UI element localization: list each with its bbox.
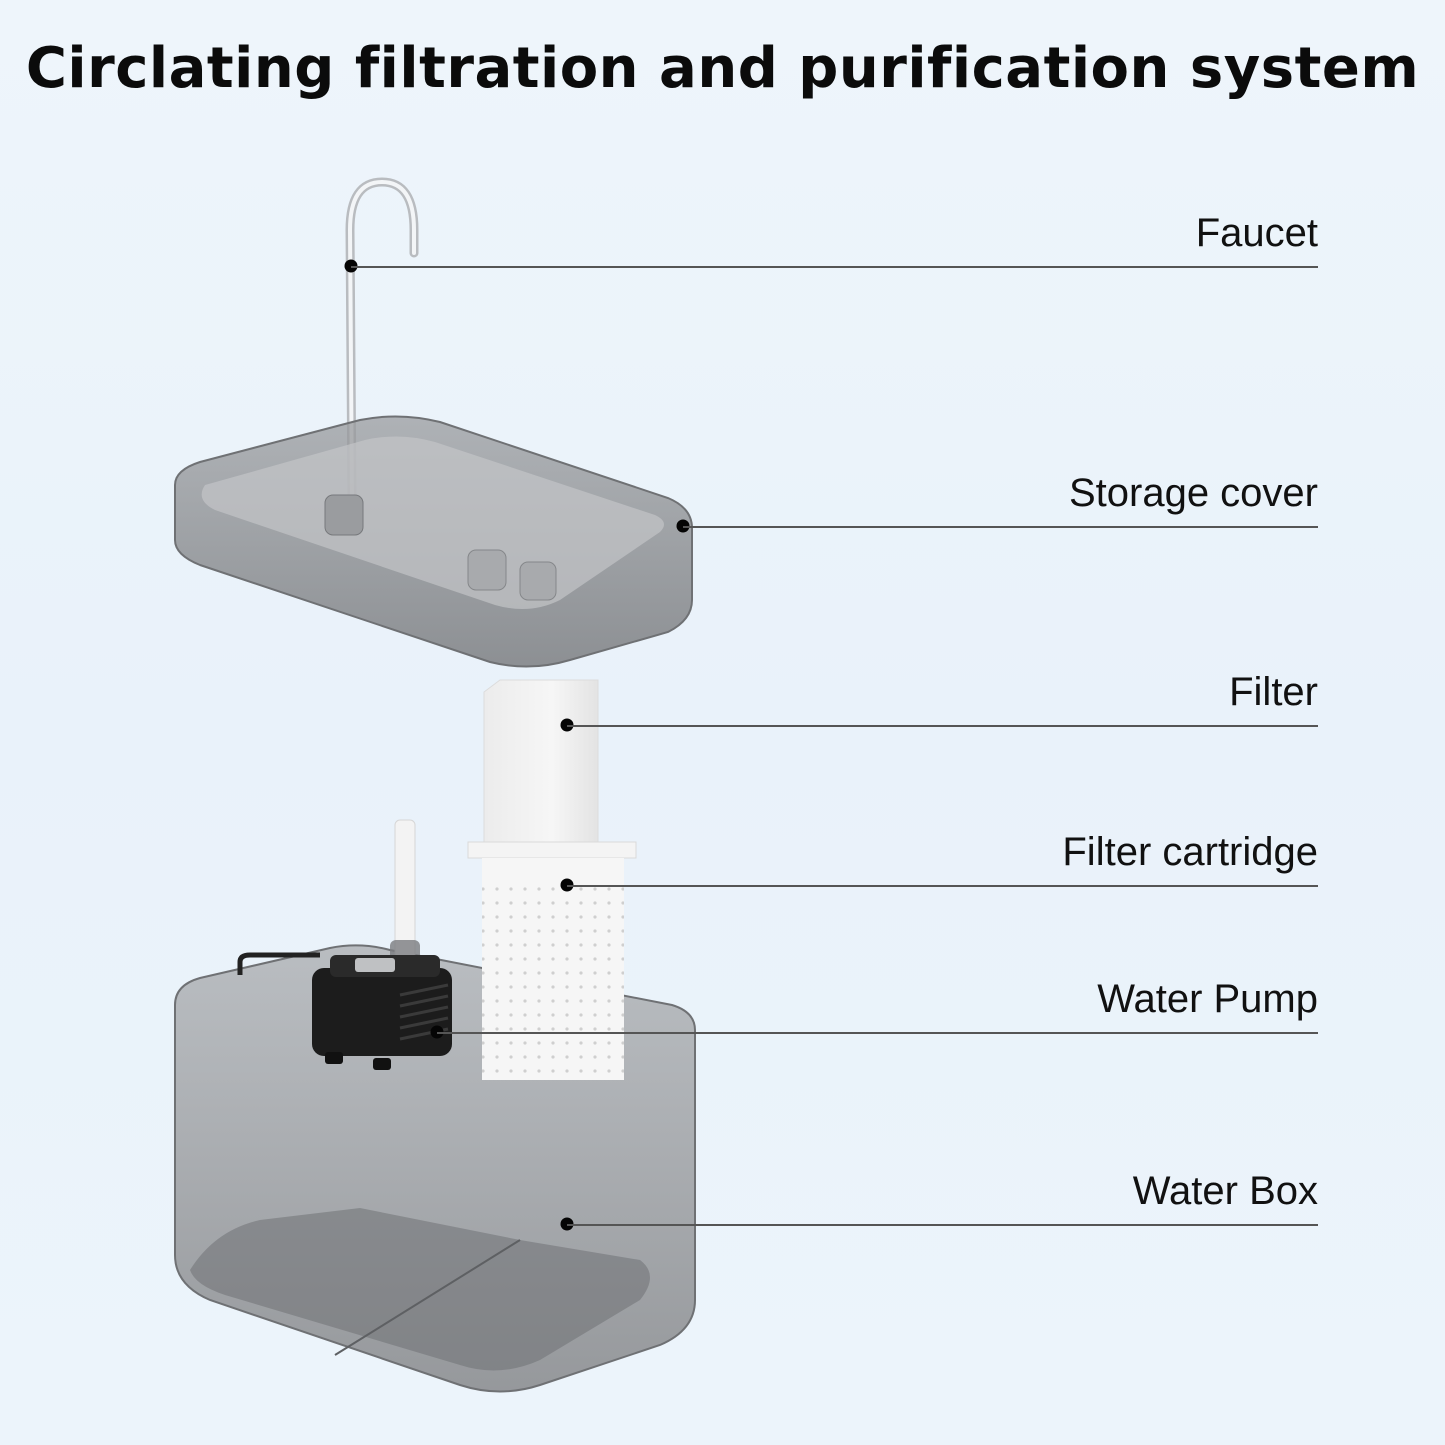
faucet-leader-line — [351, 266, 1318, 268]
tray-icon — [174, 415, 693, 668]
filter-sponge-icon — [483, 679, 599, 851]
pump-icon — [237, 819, 452, 1070]
water-box-leader-line — [567, 1224, 1318, 1226]
label-filter-cartridge: Filter cartridge — [1062, 830, 1318, 874]
filter-leader-line — [567, 725, 1318, 727]
filter-cartridge-leader-line — [567, 885, 1318, 887]
label-storage-cover: Storage cover — [1068, 471, 1318, 515]
label-water-pump: Water Pump — [1097, 977, 1318, 1021]
label-filter: Filter — [1229, 670, 1318, 714]
perforated-cartridge-icon — [467, 841, 637, 1080]
label-water-box: Water Box — [1132, 1169, 1318, 1213]
faucet-pipe-icon — [345, 177, 419, 505]
storage-cover-leader-line — [683, 526, 1318, 528]
label-faucet: Faucet — [1195, 211, 1318, 255]
water-pump-leader-line — [437, 1032, 1318, 1034]
page-title: Circlating filtration and purification s… — [25, 36, 1420, 101]
